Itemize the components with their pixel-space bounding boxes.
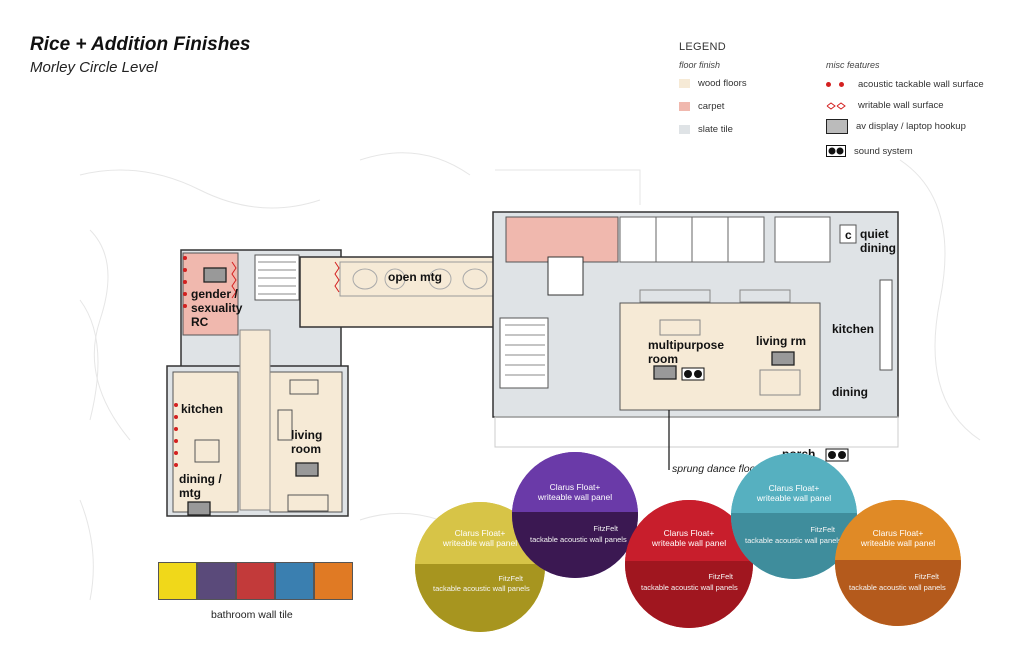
- panel-orange-bottom-text: tackable acoustic wall panels: [849, 583, 946, 592]
- panel-sample-purple: Clarus Float+ writeable wall panel FitzF…: [512, 452, 638, 578]
- stair-lines: [258, 261, 296, 295]
- bathrooms: [619, 216, 831, 263]
- legend-sound-label: sound system: [854, 145, 913, 157]
- panel-yellow-bottom-text: tackable acoustic wall panels: [433, 584, 530, 593]
- room-living-left: living room: [291, 428, 323, 456]
- room-kitchen-right: kitchen: [832, 322, 875, 336]
- legend-av: av display / laptop hookup: [826, 119, 966, 134]
- bathroom-tile-label: bathroom wall tile: [211, 609, 293, 621]
- room-living-rm: living rm: [756, 334, 807, 348]
- open-mtg-furniture: [352, 268, 488, 290]
- stair-lines-right: [505, 324, 545, 376]
- wood-floor-swatch: [679, 79, 690, 88]
- porch-outline: [494, 416, 899, 448]
- room-c: c: [845, 228, 852, 242]
- legend-acoustic-label: acoustic tackable wall surface: [858, 79, 984, 90]
- room-dining-right: dining: [832, 385, 868, 399]
- panel-purple-top-text: Clarus Float+ writeable wall panel: [537, 482, 613, 502]
- panel-purple-brand: FitzFelt: [593, 524, 618, 533]
- legend-av-label: av display / laptop hookup: [856, 121, 966, 132]
- bathroom-tile-swatches: [158, 562, 353, 600]
- legend-slate: slate tile: [679, 124, 733, 135]
- legend-slate-label: slate tile: [698, 124, 733, 135]
- carpet-swatch: [679, 102, 690, 111]
- tile-red: [236, 562, 275, 600]
- panel-yellow-brand: FitzFelt: [498, 574, 523, 583]
- panel-teal-brand: FitzFelt: [810, 525, 835, 534]
- tile-purple: [197, 562, 236, 600]
- page-title: Rice + Addition Finishes: [30, 34, 251, 55]
- panel-orange-top-text: Clarus Float+ writeable wall panel: [860, 528, 936, 548]
- legend-carpet: carpet: [679, 101, 724, 112]
- multipurpose-furniture: [639, 289, 801, 396]
- legend-carpet-label: carpet: [698, 101, 725, 112]
- room-quiet-dining: quiet dining: [860, 227, 896, 255]
- floor-finish-label: floor finish: [679, 60, 721, 70]
- red-diamond-icon: [826, 101, 846, 110]
- tile-orange: [314, 562, 353, 600]
- legend-writable: writable wall surface: [826, 100, 944, 111]
- legend-heading: LEGEND: [679, 41, 727, 53]
- speaker-icon: [826, 145, 846, 157]
- panel-teal-bottom-text: tackable acoustic wall panels: [745, 536, 842, 545]
- display-icon: [826, 119, 848, 134]
- red-dots-icon: [826, 82, 850, 87]
- panel-sample-orange: Clarus Float+ writeable wall panel FitzF…: [835, 500, 961, 626]
- tile-yellow: [158, 562, 197, 600]
- panel-teal-top-text: Clarus Float+ writeable wall panel: [756, 483, 832, 503]
- panel-red-brand: FitzFelt: [708, 572, 733, 581]
- slate-swatch: [679, 125, 690, 134]
- room-open-mtg: open mtg: [388, 270, 442, 284]
- legend-wood-label: wood floors: [698, 78, 747, 89]
- acoustic-dots-left: [174, 256, 187, 467]
- legend-acoustic: acoustic tackable wall surface: [826, 79, 984, 90]
- page-subtitle: Morley Circle Level: [30, 59, 158, 76]
- panel-red-top-text: Clarus Float+ writeable wall panel: [651, 528, 727, 548]
- writable-corridor: [334, 261, 340, 293]
- room-gender-rc: gender / sexuality RC: [191, 287, 243, 329]
- panel-yellow-top-text: Clarus Float+ writeable wall panel: [442, 528, 518, 548]
- tile-blue: [275, 562, 314, 600]
- room-multipurpose: multipurpose room: [648, 338, 725, 366]
- panel-purple-bottom-text: tackable acoustic wall panels: [530, 535, 627, 544]
- room-kitchen-left: kitchen: [181, 402, 224, 416]
- misc-features-label: misc features: [826, 60, 880, 70]
- writable-left: [231, 261, 237, 299]
- legend-wood-floors: wood floors: [679, 78, 747, 89]
- legend-writable-label: writable wall surface: [858, 100, 944, 111]
- panel-orange-brand: FitzFelt: [914, 572, 939, 581]
- panel-red-bottom-text: tackable acoustic wall panels: [641, 583, 738, 592]
- legend-sound: sound system: [826, 145, 913, 157]
- room-dining-left: dining / mtg: [179, 472, 222, 500]
